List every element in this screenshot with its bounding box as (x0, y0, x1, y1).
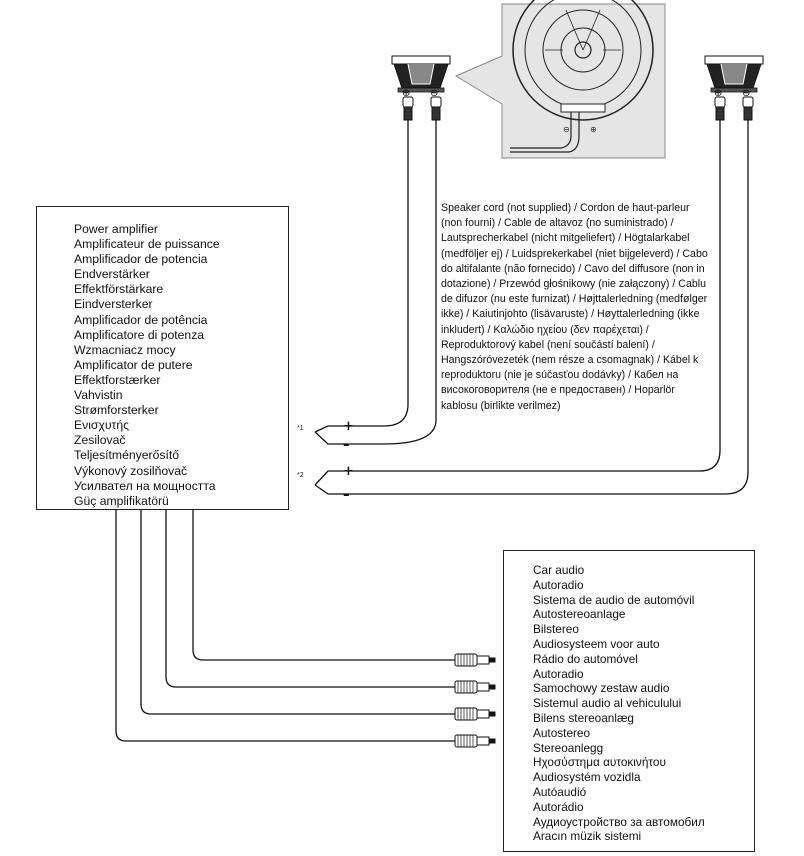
left-plus-connector-icon (402, 96, 414, 121)
amplifier-label: Power amplifier (74, 222, 158, 236)
cord-2-minus-label: – (343, 488, 350, 503)
rca-plug-icons (454, 653, 496, 748)
left-minus-symbol: ⊖ (430, 88, 438, 99)
left-speaker-icon (391, 55, 451, 93)
amplifier-label: Amplificatore di potenza (74, 327, 205, 342)
amplifier-label: Güç amplifikatörü (74, 493, 169, 508)
detail-plus-symbol: ⊕ (590, 125, 597, 134)
amplifier-label: Zesilovač (74, 433, 126, 448)
speaker-rear-detail-icon (510, 0, 654, 153)
amplifier-label: Výkonový zosilňovač (74, 463, 188, 478)
amplifier-label: Amplificator de putere (74, 357, 193, 372)
left-minus-connector-icon (430, 96, 442, 121)
speaker-cord-2-plus-wire (314, 120, 721, 486)
car-audio-box (503, 550, 755, 852)
amplifier-label: Vahvistin (74, 388, 123, 403)
car-audio-label: Autorádio (533, 799, 584, 814)
right-plus-symbol: ⊕ (714, 88, 722, 99)
cord-2-plus-label: + (343, 464, 354, 479)
right-plus-connector-icon (714, 96, 726, 121)
car-audio-label: Stereoanlegg (533, 740, 604, 755)
amplifier-label: Wzmacniacz mocy (74, 342, 176, 357)
speaker-polarity-symbols: ⊕ ⊖ ⊕ ⊖ (402, 88, 750, 99)
speaker-detail-callout: ⊖ ⊕ (454, 0, 666, 159)
left-plus-symbol: ⊕ (402, 88, 410, 99)
amplifier-label: Teljesítményerősítő (74, 448, 179, 463)
rca-plug-4-icon (454, 734, 496, 748)
amplifier-label: Effektförstärkare (74, 282, 164, 297)
car-audio-label: Sistema de audio de automóvil (533, 592, 695, 607)
detail-minus-symbol: ⊖ (563, 125, 570, 134)
amplifier-label: Amplificador de potência (74, 312, 208, 327)
car-audio-label: Sistemul audio al vehiculului (533, 696, 682, 711)
car-audio-label: Аудиоустройство за автомобил (533, 814, 705, 829)
cord-1-plus-label: + (343, 419, 354, 434)
amplifier-label: Усилвател на мощността (74, 478, 216, 493)
car-audio-label: Bilstereo (533, 622, 579, 637)
rca-cable-4 (115, 510, 455, 742)
amplifier-label: Eindversterker (74, 297, 153, 312)
rca-plug-2-icon (454, 680, 496, 694)
car-audio-label: Ηχοσύστημα αυτοκινήτου (533, 755, 666, 770)
amplifier-label: Strømforsterker (74, 403, 159, 418)
rca-plug-3-icon (454, 707, 496, 721)
cord-1-minus-label: – (343, 438, 350, 453)
rca-cable-1 (192, 510, 455, 661)
speaker-cord-1-minus-wire (314, 120, 437, 445)
car-audio-label: Autostereo (533, 725, 591, 740)
speaker-cord-note: Speaker cord (not supplied) / Cordon de … (441, 202, 708, 412)
amplifier-label: Endverstärker (74, 267, 150, 282)
note-mark-1: *1 (297, 425, 304, 432)
amplifier-label: Effektforstærker (74, 372, 161, 387)
right-minus-connector-icon (742, 96, 754, 121)
car-audio-label: Autostereoanlage (533, 607, 626, 622)
car-audio-label: Rádio do automóvel (533, 651, 638, 666)
right-minus-symbol: ⊖ (742, 88, 750, 99)
right-speaker-icon (704, 55, 764, 93)
power-amplifier-box (36, 206, 289, 510)
amplifier-label: Ενισχυτής (74, 418, 129, 433)
car-audio-label: Autoradio (533, 577, 584, 592)
note-mark-2: *2 (297, 472, 304, 479)
speaker-cord-2-minus-wire (314, 120, 749, 495)
car-audio-label: Audiosystém vozidla (533, 770, 641, 785)
speaker-terminal-connectors (402, 96, 754, 121)
car-audio-label: Audiosysteem voor auto (533, 636, 660, 651)
car-audio-label: Autóaudió (533, 784, 587, 799)
detail-terminal-symbols: ⊖ ⊕ (563, 125, 597, 134)
car-audio-label: Aracın müzik sistemi (533, 829, 642, 844)
rca-cable-3 (140, 510, 455, 715)
rca-cable-2 (165, 510, 455, 688)
car-audio-label: Samochowy zestaw audio (533, 681, 670, 696)
rca-plug-1-icon (454, 653, 496, 667)
car-audio-label: Autoradio (533, 666, 584, 681)
amplifier-label: Amplificador de potencia (74, 252, 208, 267)
speaker-cord-1-plus-wire (314, 120, 409, 433)
amplifier-label: Amplificateur de puissance (74, 237, 220, 252)
car-audio-label: Bilens stereoanlæg (533, 710, 634, 725)
cord-polarity-labels: + – + – (343, 419, 354, 503)
car-audio-label: Car audio (533, 563, 585, 577)
